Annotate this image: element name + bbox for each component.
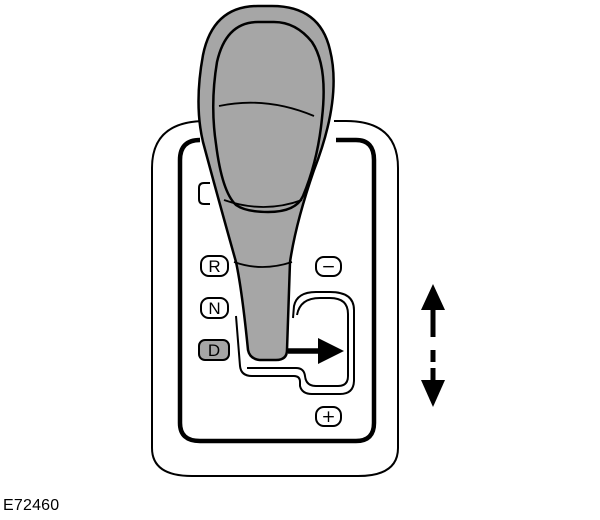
downshift-key [315, 256, 342, 277]
lever-knob-lower-edge [223, 199, 303, 208]
lever-knob-panel [212, 20, 325, 214]
neutral-label: N [208, 299, 220, 318]
drive-label: D [208, 341, 220, 360]
figure-code: E72460 [3, 497, 60, 514]
lever-collar [233, 261, 293, 268]
console-outer-surround [151, 120, 399, 477]
gear-lever [197, 4, 335, 362]
lever-knob-crease [218, 101, 315, 117]
drive-key [198, 339, 230, 361]
manual-shift-direction-arrow [421, 284, 445, 407]
upshift-label: + [321, 407, 335, 427]
downshift-label: − [321, 257, 335, 277]
reverse-label: R [208, 257, 220, 276]
neutral-key [200, 297, 229, 319]
gate-plate [177, 137, 377, 444]
gate-slot-inner-edge [247, 297, 349, 387]
lateral-shift-arrow [288, 338, 344, 364]
manual-downshift-position: − [315, 256, 342, 277]
gate-slot [235, 291, 355, 395]
reverse-key [200, 255, 229, 277]
manual-upshift-position: + [315, 406, 342, 427]
up-arrow-head [421, 284, 445, 310]
park-key-partial [198, 182, 210, 205]
down-arrow-head [421, 380, 445, 407]
gate-position-drive: D [198, 339, 230, 361]
gate-position-neutral: N [200, 297, 229, 319]
gate-position-reverse: R [200, 255, 229, 277]
upshift-key [315, 406, 342, 427]
